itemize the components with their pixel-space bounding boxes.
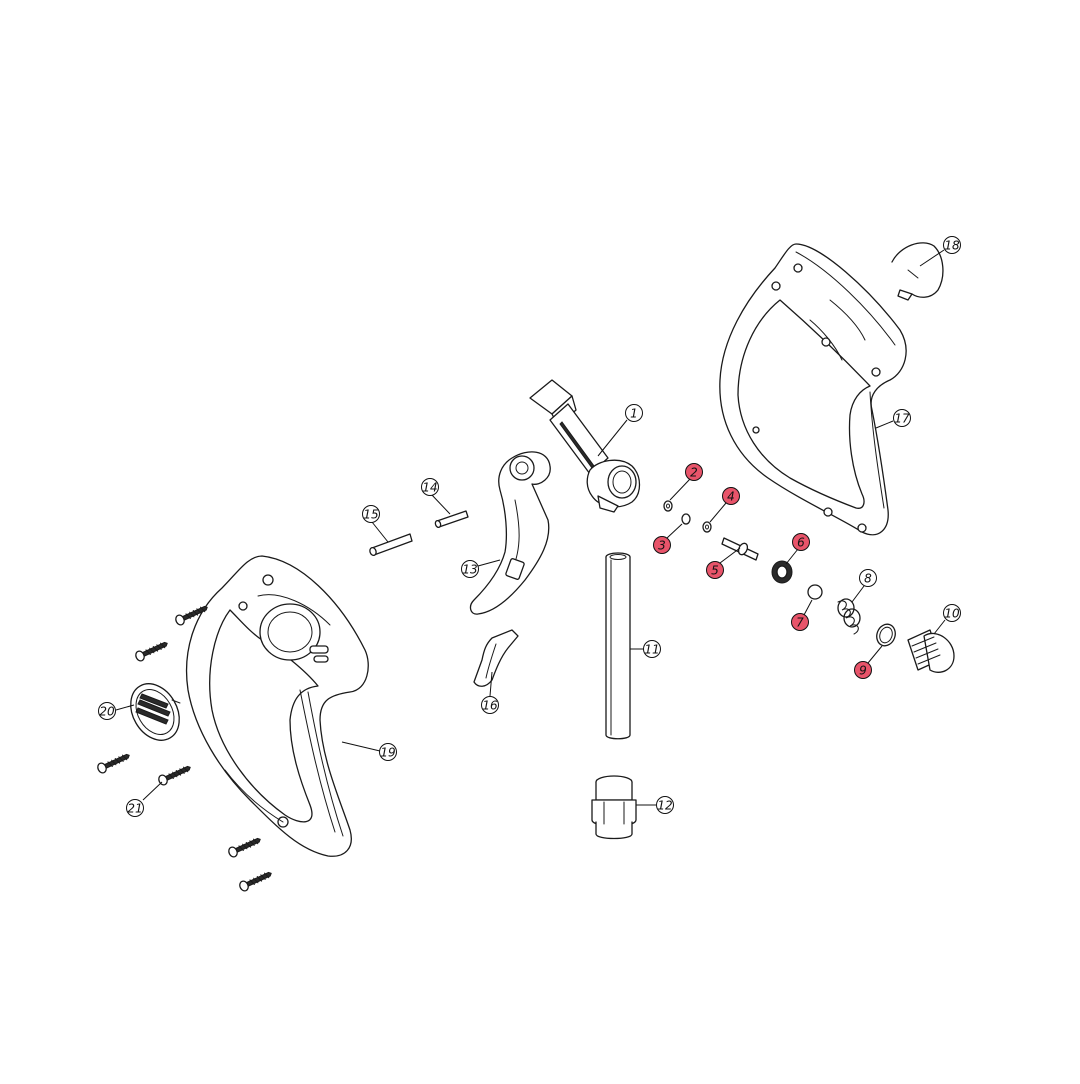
callout-7: 7: [791, 613, 809, 631]
callout-circle-2: [685, 463, 703, 481]
callout-circle-17: [893, 409, 911, 427]
callout-number-6: 6: [797, 536, 805, 550]
callout-18: 18: [943, 236, 961, 254]
part-3-washer: [681, 513, 691, 525]
callout-17: 17: [893, 409, 911, 427]
callout-number-17: 17: [894, 412, 910, 426]
callout-8: 8: [859, 569, 877, 587]
callout-circle-19: [379, 743, 397, 761]
callout-number-7: 7: [796, 616, 804, 630]
part-20-round-cap: [130, 683, 181, 741]
callout-number-21: 21: [127, 802, 142, 816]
part-4-washer: [702, 521, 712, 533]
callout-circle-8: [859, 569, 877, 587]
part-12-fitting: [591, 775, 637, 840]
callout-13: 13: [461, 560, 479, 578]
part-9-o-ring: [876, 623, 896, 647]
callout-1: 1: [625, 404, 643, 422]
callout-number-14: 14: [422, 481, 437, 495]
callout-circle-6: [792, 533, 810, 551]
callout-number-20: 20: [99, 705, 115, 719]
callout-14: 14: [421, 478, 439, 496]
callout-number-10: 10: [944, 607, 960, 621]
part-17-right-housing: [719, 243, 907, 536]
part-18-clip: [891, 242, 944, 301]
callout-number-9: 9: [859, 664, 867, 678]
callout-circle-21: [126, 799, 144, 817]
callout-number-2: 2: [690, 466, 698, 480]
callout-circle-4: [722, 487, 740, 505]
callout-circle-16: [481, 696, 499, 714]
part-19-left-handle-housing: [185, 555, 369, 857]
callout-circle-13: [461, 560, 479, 578]
callout-12: 12: [656, 796, 674, 814]
part-14-pin: [434, 510, 469, 529]
callout-4: 4: [722, 487, 740, 505]
callout-number-19: 19: [380, 746, 395, 760]
part-8-spring: [837, 598, 861, 635]
callout-number-16: 16: [482, 699, 498, 713]
part-10-plug: [907, 629, 955, 673]
callout-number-11: 11: [644, 643, 659, 657]
callout-5: 5: [706, 561, 724, 579]
callout-number-13: 13: [462, 563, 477, 577]
callout-number-5: 5: [711, 564, 719, 578]
callout-circle-12: [656, 796, 674, 814]
callout-15: 15: [362, 505, 380, 523]
callout-number-8: 8: [864, 572, 872, 586]
part-1-valve-body: [529, 379, 641, 513]
callout-circle-1: [625, 404, 643, 422]
callout-circle-10: [943, 604, 961, 622]
callout-10: 10: [943, 604, 961, 622]
part-21-screws: [97, 605, 272, 892]
part-7-ball: [807, 584, 823, 600]
callout-11: 11: [643, 640, 661, 658]
callout-circle-14: [421, 478, 439, 496]
callout-number-1: 1: [630, 407, 638, 421]
callout-20: 20: [98, 702, 116, 720]
part-6-seal: [771, 560, 793, 584]
callout-circle-18: [943, 236, 961, 254]
part-15-pin: [369, 533, 413, 557]
callout-number-15: 15: [363, 508, 378, 522]
callout-9: 9: [854, 661, 872, 679]
callout-circle-11: [643, 640, 661, 658]
callout-circle-5: [706, 561, 724, 579]
callout-number-4: 4: [727, 490, 735, 504]
callout-circle-9: [854, 661, 872, 679]
callout-number-3: 3: [658, 539, 666, 553]
callout-circle-7: [791, 613, 809, 631]
callout-circle-20: [98, 702, 116, 720]
leader-lines: [115, 249, 946, 806]
callout-circle-3: [653, 536, 671, 554]
callout-number-18: 18: [944, 239, 960, 253]
part-13-trigger-lever: [469, 451, 551, 615]
callout-number-12: 12: [657, 799, 672, 813]
callout-16: 16: [481, 696, 499, 714]
callout-circle-15: [362, 505, 380, 523]
callout-6: 6: [792, 533, 810, 551]
part-11-tube: [605, 552, 631, 740]
part-2-washer: [663, 500, 673, 512]
callout-2: 2: [685, 463, 703, 481]
callout-21: 21: [126, 799, 144, 817]
callout-3: 3: [653, 536, 671, 554]
part-16-latch: [473, 629, 519, 687]
callout-19: 19: [379, 743, 397, 761]
part-5-stem: [721, 537, 759, 561]
